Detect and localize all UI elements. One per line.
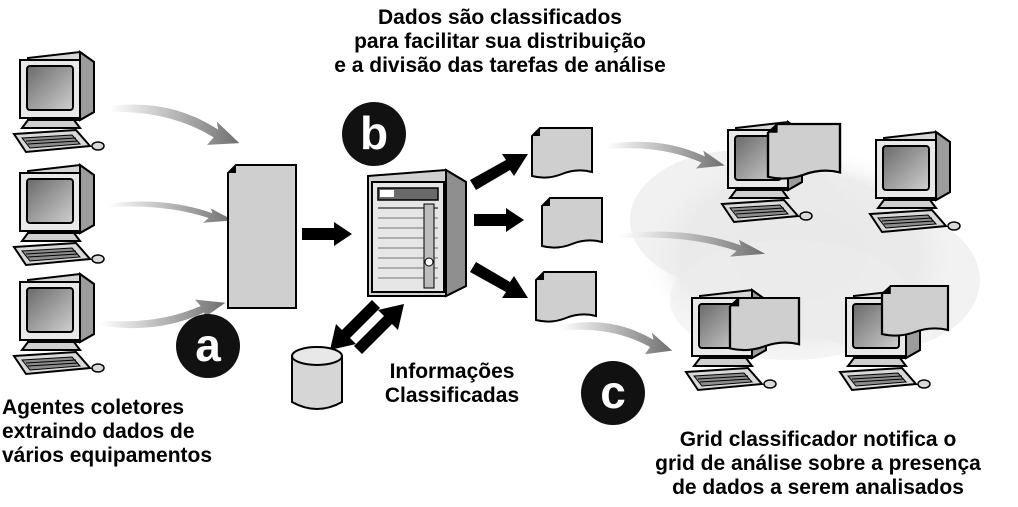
caption-line: extraindo dados de bbox=[2, 420, 195, 444]
agent-computer-icon bbox=[13, 51, 105, 153]
server-icon bbox=[367, 168, 467, 298]
database-icon bbox=[291, 346, 343, 410]
agents-caption: Agentes coletores extraindo dados de vár… bbox=[2, 396, 274, 468]
arrow-icon bbox=[107, 102, 242, 148]
database-caption: Informações Classificadas bbox=[352, 360, 552, 408]
caption-line: para facilitar sua distribuição bbox=[354, 30, 646, 54]
arrow-icon bbox=[108, 201, 234, 223]
grid-document-icon bbox=[728, 296, 801, 352]
arrow-icon bbox=[330, 300, 404, 354]
caption-line: Dados são classificados bbox=[378, 6, 622, 29]
arrow-icon bbox=[302, 222, 352, 246]
arrow-icon bbox=[470, 154, 528, 190]
caption-line: Agentes coletores bbox=[2, 396, 185, 419]
arrow-icon bbox=[560, 322, 673, 355]
caption-line: de dados a serem analisados bbox=[672, 476, 964, 500]
arrow-icon bbox=[470, 262, 528, 298]
step-badge-c: c bbox=[581, 361, 645, 425]
grid-document-icon bbox=[880, 284, 950, 337]
caption-line: grid de análise sobre a presença bbox=[655, 452, 981, 476]
grid-document-icon bbox=[766, 122, 842, 180]
agent-computer-icon bbox=[13, 164, 105, 266]
arrow-icon bbox=[474, 208, 524, 232]
arrow-icon bbox=[606, 141, 725, 169]
caption-line: e a divisão das tarefas de análise bbox=[334, 54, 666, 78]
step-badge-a: a bbox=[176, 314, 240, 378]
classified-document-icon bbox=[531, 127, 593, 179]
caption-line: Classificadas bbox=[384, 384, 520, 408]
caption-line: Informações bbox=[389, 360, 515, 383]
caption-line: Grid classificador notifica o bbox=[679, 428, 957, 451]
classified-document-icon bbox=[541, 197, 603, 249]
caption-line: vários equipamentos bbox=[2, 444, 213, 468]
grid-caption: Grid classificador notifica o grid de an… bbox=[620, 428, 1016, 500]
step-badge-b: b bbox=[342, 102, 406, 166]
collected-data-document-icon bbox=[227, 164, 297, 309]
classified-document-icon bbox=[535, 271, 597, 323]
agent-computer-icon bbox=[13, 273, 105, 375]
classification-caption: Dados são classificados para facilitar s… bbox=[250, 6, 750, 78]
